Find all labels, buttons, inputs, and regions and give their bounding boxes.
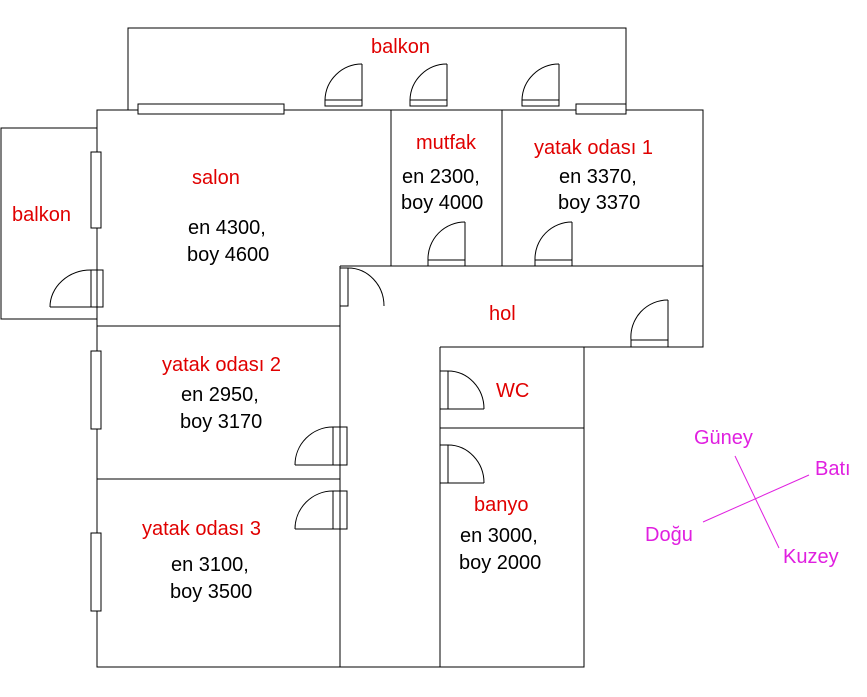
compass-west-label: Batı <box>815 458 851 480</box>
dimension-yatak2-length: boy 3170 <box>180 411 263 433</box>
dimension-banyo-width: en 3000, <box>460 525 538 547</box>
dimension-yatak3-width: en 3100, <box>171 554 249 576</box>
dimension-yatak3-length: boy 3500 <box>170 581 253 603</box>
windows <box>90 103 627 612</box>
compass-lines <box>702 455 810 549</box>
compass-south-label: Güney <box>694 427 753 449</box>
window-yatak2-left <box>90 350 102 430</box>
room-label-mutfak: mutfak <box>416 132 477 154</box>
compass-east-label: Doğu <box>645 524 693 546</box>
walls <box>0 27 704 668</box>
door-banyo <box>439 444 485 484</box>
window-yatak1-top <box>575 103 627 115</box>
door-salon <box>339 267 385 307</box>
room-label-yatak3: yatak odası 3 <box>142 518 261 540</box>
doors <box>49 63 669 530</box>
window-salon-top <box>137 103 285 115</box>
room-label-yatak1: yatak odası 1 <box>534 137 653 159</box>
room-label-hol: hol <box>489 303 516 325</box>
window-yatak3-left <box>90 532 102 612</box>
door-balcony-3 <box>521 63 560 107</box>
dimension-mutfak-width: en 2300, <box>402 166 480 188</box>
dimension-yatak1-length: boy 3370 <box>558 192 641 214</box>
door-balcony-1 <box>324 63 363 107</box>
dimension-yatak1-width: en 3370, <box>559 166 637 188</box>
dimension-salon-length: boy 4600 <box>187 244 270 266</box>
door-entrance <box>630 299 669 348</box>
door-yatak2 <box>294 426 348 466</box>
door-left-balcony <box>49 269 104 308</box>
room-label-balkon-top: balkon <box>371 36 430 58</box>
dimension-yatak2-width: en 2950, <box>181 384 259 406</box>
dimension-banyo-length: boy 2000 <box>459 552 542 574</box>
room-label-balkon-left: balkon <box>12 204 71 226</box>
compass-north-label: Kuzey <box>783 546 839 568</box>
door-balcony-2 <box>409 63 448 107</box>
dimension-salon-width: en 4300, <box>188 217 266 239</box>
room-label-salon: salon <box>192 167 240 189</box>
dimension-mutfak-length: boy 4000 <box>401 192 484 214</box>
room-label-wc: WC <box>496 380 530 402</box>
window-salon-left <box>90 151 102 229</box>
room-label-banyo: banyo <box>474 494 529 516</box>
door-yatak1 <box>534 221 573 267</box>
door-wc <box>439 370 485 410</box>
room-label-yatak2: yatak odası 2 <box>162 354 281 376</box>
door-mutfak <box>427 221 466 267</box>
door-yatak3 <box>294 490 348 530</box>
